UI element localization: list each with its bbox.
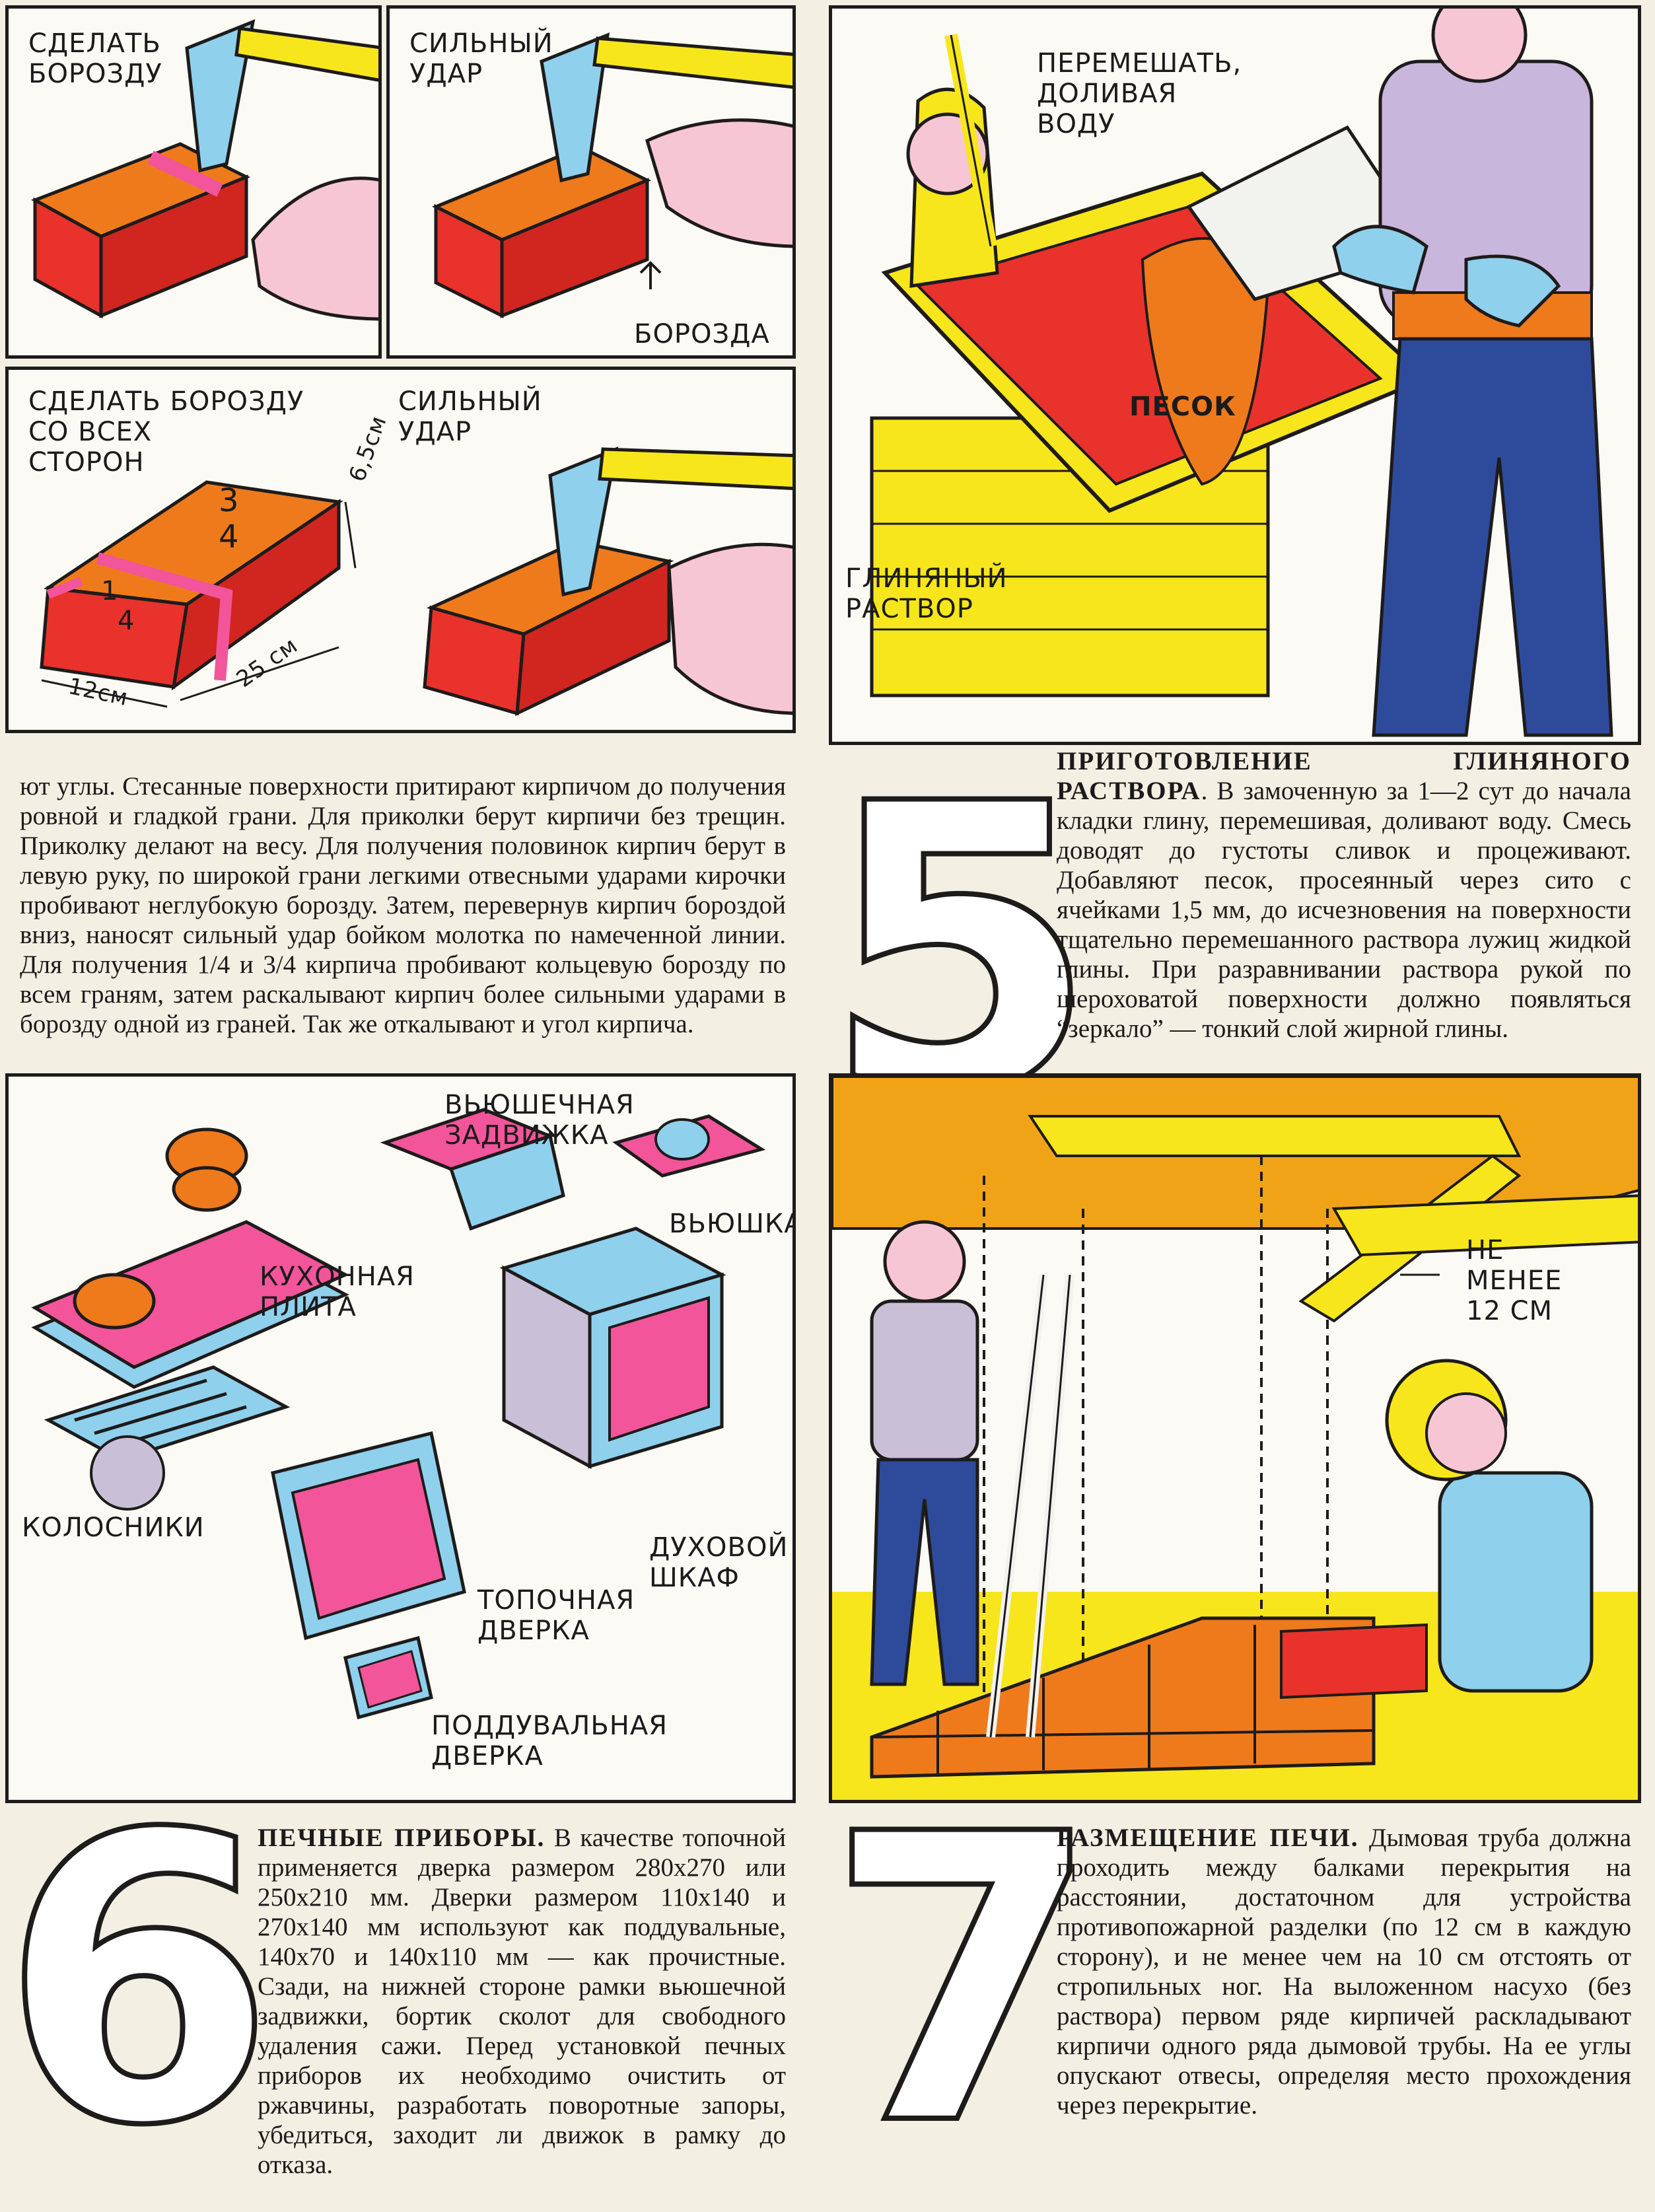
caption-make-groove: СДЕЛАТЬ БОРОЗДУ [28,28,162,89]
fraction-1-4-num: 1 [101,576,119,606]
section-5-title: ПРИГОТОВЛЕНИЕ ГЛИНЯНОГО РАСТВОРА [1057,747,1631,805]
section-number-6: 6 [0,1750,278,2212]
placement-illustration [832,1077,1638,1800]
caption-strong-hit-2: СИЛЬНЫЙ УДАР [398,386,542,447]
fraction-3-4-den: 4 [219,518,240,555]
section-7-text: РАЗМЕЩЕНИЕ ПЕЧИ. Дымовая труба должна пр… [1057,1823,1631,2120]
caption-damper: ВЬЮШЕЧНАЯ ЗАДВИЖКА [444,1090,635,1151]
panel-mixing-mortar: ПЕРЕМЕШАТЬ, ДОЛИВАЯ ВОДУ ПЕСОК ГЛИНЯНЫЙ … [829,5,1641,745]
caption-ash-door: ПОДДУВАЛЬНАЯ ДВЕРКА [431,1711,668,1771]
brick-groove-illustration [31,18,378,321]
caption-oven: ДУХОВОЙ ШКАФ [649,1532,789,1593]
fraction-1-4-den: 4 [118,606,135,636]
caption-vyushka: ВЬЮШКА [669,1209,796,1239]
stove-devices-illustration [31,1108,766,1720]
caption-min-distance: НЕ МЕНЕЕ 12 СМ [1466,1235,1563,1326]
panel-groove: СДЕЛАТЬ БОРОЗДУ [5,5,382,359]
caption-clay-mortar: ГЛИНЯНЫЙ РАСТВОР [845,563,1008,624]
caption-groove-all-sides: СДЕЛАТЬ БОРОЗДУ СО ВСЕХ СТОРОН [28,386,304,478]
text-brick-splitting: ют углы. Стесанные поверхности притирают… [20,772,786,1038]
mixing-illustration [870,9,1613,737]
section-7-body: Дымовая труба должна проходить между бал… [1057,1824,1632,2120]
section-7-title: РАЗМЕЩЕНИЕ ПЕЧИ. [1057,1824,1359,1852]
caption-stir-water: ПЕРЕМЕШАТЬ, ДОЛИВАЯ ВОДУ [1037,48,1242,139]
fraction-3-4-num: 3 [219,482,240,519]
panel-all-sides: СДЕЛАТЬ БОРОЗДУ СО ВСЕХ СТОРОН СИЛЬНЫЙ У… [5,367,796,733]
caption-kitchen-stove: КУХОННАЯ ПЛИТА [260,1262,415,1322]
panel-stove-placement: НЕ МЕНЕЕ 12 СМ [829,1073,1641,1803]
section-number-7: 7 [823,1750,1104,2212]
section-6-body: В качестве топочной применяется дверка р… [258,1824,786,2179]
brick-split-illustration [40,446,792,717]
caption-sand: ПЕСОК [1129,392,1236,422]
section-6-text: ПЕЧНЫЕ ПРИБОРЫ. В качестве топочной прим… [258,1823,786,2180]
section-6-title: ПЕЧНЫЕ ПРИБОРЫ. [258,1824,546,1852]
caption-strong-hit: СИЛЬНЫЙ УДАР [409,28,553,89]
section-5-body: . В замоченную за 1—2 сут до начала клад… [1057,777,1631,1043]
caption-grates: КОЛОСНИКИ [22,1513,205,1543]
caption-groove: БОРОЗДА [634,319,770,349]
panel-strong-hit: СИЛЬНЫЙ УДАР БОРОЗДА [386,5,796,359]
caption-fire-door: ТОПОЧНАЯ ДВЕРКА [477,1585,635,1646]
brick-hit-illustration [431,32,792,319]
panel-stove-devices: ВЬЮШЕЧНАЯ ЗАДВИЖКА ВЬЮШКА КУХОННАЯ ПЛИТА… [5,1073,796,1803]
section-5-text: ПРИГОТОВЛЕНИЕ ГЛИНЯНОГО РАСТВОРА. В замо… [1057,746,1631,1044]
